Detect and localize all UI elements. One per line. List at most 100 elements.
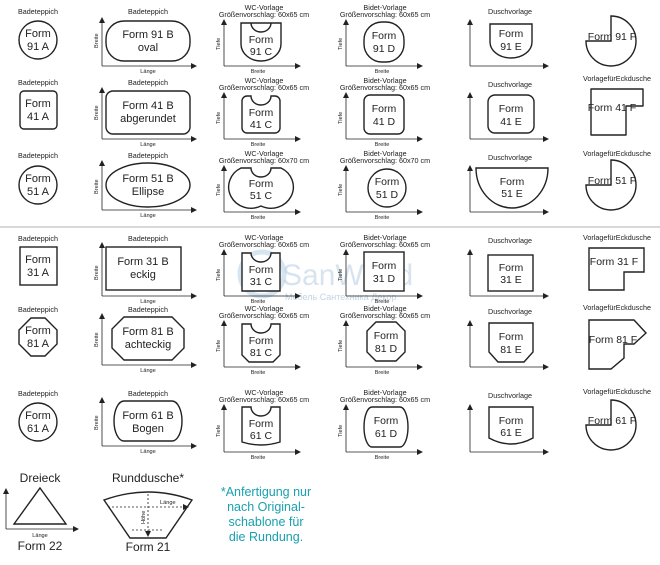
axis-label-tiefe: Tiefe xyxy=(216,38,222,50)
label-91c-1: Form xyxy=(249,34,274,46)
label-51b-1: Form 51 B xyxy=(122,173,173,185)
axis-label-breite: Breite xyxy=(251,69,266,75)
runddusche-title: Runddusche* xyxy=(112,471,184,485)
label-91b-1: Form 91 B xyxy=(122,29,173,41)
title-bidet-vorlage: Bidet-Vorlage xyxy=(363,149,406,158)
dim-label-laenge: Länge xyxy=(160,500,176,506)
title-badeteppich: Badeteppich xyxy=(128,234,168,243)
axis-label-breite: Breite xyxy=(251,299,266,305)
axis-label-tiefe: Tiefe xyxy=(338,184,344,196)
axis-label-breite: Breite xyxy=(94,415,100,430)
title-bidet-groesse: Größenvorschlag: 60x65 cm xyxy=(340,311,430,320)
title-bidet-vorlage: Bidet-Vorlage xyxy=(363,233,406,242)
axis-label-tiefe: Tiefe xyxy=(338,340,344,352)
label-41c-1: Form xyxy=(249,107,274,119)
axis-label-tiefe: Tiefe xyxy=(216,269,222,281)
shape-41c-wc xyxy=(241,95,281,134)
label-31f: Form 31 F xyxy=(590,256,638,268)
label-61c-1: Form xyxy=(249,418,274,430)
dim-label-hoehe: Höhe xyxy=(141,511,147,524)
shape-51c-wc xyxy=(227,167,295,209)
shape-51d-bidet xyxy=(367,168,407,208)
label-41f: Form 41 F xyxy=(588,102,636,114)
title-wc-vorlage: WC-Vorlage xyxy=(245,388,284,397)
note-line-4: die Rundung. xyxy=(229,530,303,544)
label-91e-1: Form xyxy=(499,28,524,40)
shape-81d-bidet xyxy=(366,321,406,362)
label-41b-2: abgerundet xyxy=(120,113,176,125)
row-81: Badeteppich Form 81 A Badeteppich Breite… xyxy=(18,303,651,376)
shape-41d-bidet xyxy=(363,94,405,135)
shape-51a-circle xyxy=(18,165,58,205)
title-wc-vorlage: WC-Vorlage xyxy=(245,149,284,158)
shape-91f-eck xyxy=(585,15,637,67)
label-81a-1: Form xyxy=(25,325,51,337)
shape-31e-dusch xyxy=(487,254,534,292)
axis-label-tiefe: Tiefe xyxy=(216,340,222,352)
label-61f: Form 61 F xyxy=(588,415,636,427)
label-81e-2: 81 E xyxy=(500,344,522,356)
label-41d-1: Form xyxy=(372,103,397,115)
axis-label-laenge: Länge xyxy=(140,449,156,455)
shape-81a-octagon xyxy=(18,317,58,357)
shape-31d-bidet xyxy=(363,251,405,292)
title-badeteppich: Badeteppich xyxy=(128,7,168,16)
label-61c-2: 61 C xyxy=(250,430,273,442)
label-31b-2: eckig xyxy=(130,269,156,281)
title-wc-vorlage: WC-Vorlage xyxy=(245,76,284,85)
label-91c-2: 91 C xyxy=(250,46,273,58)
axis-label-laenge: Länge xyxy=(32,533,48,539)
row-61: Badeteppich Form 61 A Badeteppich Breite… xyxy=(18,387,651,461)
title-duschvorlage: Duschvorlage xyxy=(488,153,532,162)
label-51a-1: Form xyxy=(25,173,51,185)
title-badeteppich: Badeteppich xyxy=(128,305,168,314)
label-61a-2: 61 A xyxy=(27,423,50,435)
label-61d-2: 61 D xyxy=(375,428,398,440)
label-31e-1: Form xyxy=(499,262,524,274)
title-bidet-vorlage: Bidet-Vorlage xyxy=(363,388,406,397)
shape-41f-eck xyxy=(590,88,644,136)
label-31c-2: 31 C xyxy=(250,276,273,288)
label-31c-1: Form xyxy=(249,264,274,276)
axis-label-breite: Breite xyxy=(251,455,266,461)
label-51b-2: Ellipse xyxy=(132,186,164,198)
title-duschvorlage: Duschvorlage xyxy=(488,391,532,400)
shape-61a-circle xyxy=(18,402,58,442)
shape-81b-octagon xyxy=(111,316,185,361)
label-51e-2: 51 E xyxy=(501,188,523,200)
title-bidet-groesse: Größenvorschlag: 60x70 cm xyxy=(340,156,430,165)
title-wc-groesse: Größenvorschlag: 60x70 cm xyxy=(219,156,309,165)
label-61e-1: Form xyxy=(499,415,524,427)
axis-label-breite: Breite xyxy=(375,455,390,461)
axis-label-tiefe: Tiefe xyxy=(338,38,344,50)
shape-91a-circle xyxy=(18,20,58,60)
title-badeteppich: Badeteppich xyxy=(18,151,58,160)
axis-label-breite: Breite xyxy=(375,69,390,75)
axis-label-breite: Breite xyxy=(375,370,390,376)
dreieck-title: Dreieck xyxy=(20,471,62,485)
title-badeteppich: Badeteppich xyxy=(18,234,58,243)
title-badeteppich: Badeteppich xyxy=(18,305,58,314)
axis-label-laenge: Länge xyxy=(140,213,156,219)
title-wc-groesse: Größenvorschlag: 60x65 cm xyxy=(219,311,309,320)
label-41e-1: Form xyxy=(499,103,524,115)
axis-label-laenge: Länge xyxy=(140,368,156,374)
title-badeteppich: Badeteppich xyxy=(128,151,168,160)
title-wc-groesse: Größenvorschlag: 60x65 cm xyxy=(219,240,309,249)
axis-label-breite: Breite xyxy=(94,179,100,194)
axis-label-tiefe: Tiefe xyxy=(338,425,344,437)
title-badeteppich: Badeteppich xyxy=(18,78,58,87)
axis-label-laenge: Länge xyxy=(140,142,156,148)
title-bidet-groesse: Größenvorschlag: 60x65 cm xyxy=(340,240,430,249)
title-eckdusche: VorlagefürEckdusche xyxy=(583,303,651,312)
shape-51e-dusch xyxy=(475,167,549,209)
label-41a-1: Form xyxy=(25,98,51,110)
title-bidet-groesse: Größenvorschlag: 60x65 cm xyxy=(340,83,430,92)
label-81c-1: Form xyxy=(249,335,274,347)
label-51d-1: Form xyxy=(375,176,400,188)
shape-41e-dusch xyxy=(487,94,535,134)
axis-label-tiefe: Tiefe xyxy=(338,269,344,281)
label-51f: Form 51 F xyxy=(588,175,636,187)
axis-label-breite: Breite xyxy=(251,370,266,376)
